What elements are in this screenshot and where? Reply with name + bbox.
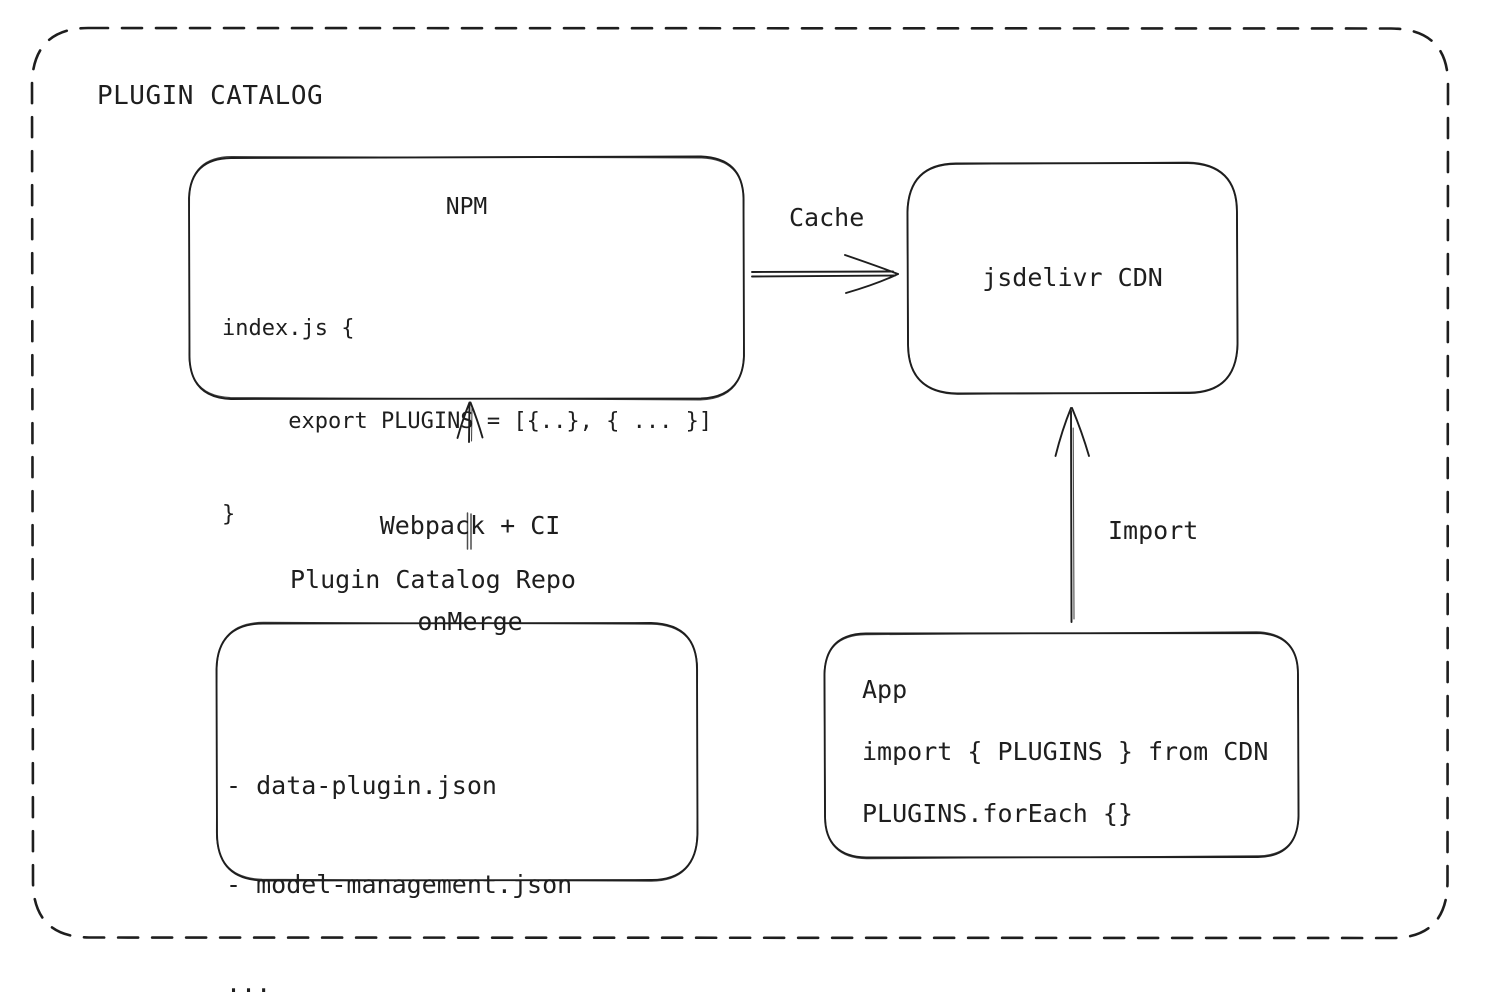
npm-code-line: export PLUGINS = [{..}, { ... }] (222, 409, 713, 434)
cache-arrow-label: Cache (789, 203, 865, 232)
app-box (823, 631, 1300, 860)
npm-code-block: index.js { export PLUGINS = [{..}, { ...… (222, 251, 712, 592)
cdn-box-label: jsdelivr CDN (982, 263, 1163, 293)
cdn-box (906, 161, 1239, 395)
diagram-title: PLUGIN CATALOG (97, 81, 324, 111)
repo-box (215, 621, 699, 882)
app-code-line: PLUGINS.forEach {} (862, 799, 1133, 828)
import-arrowhead (1054, 407, 1072, 457)
npm-code-line: index.js { (222, 316, 355, 341)
webpack-arrow-label-line: Webpack + CI (379, 511, 561, 540)
outer-dashed-border (30, 26, 1450, 940)
import-arrow (1054, 407, 1090, 623)
app-code-line: import { PLUGINS } from CDN (862, 737, 1269, 766)
webpack-arrow (456, 401, 484, 550)
webpack-arrow-label-line: onMerge (417, 607, 523, 636)
repo-box-title: Plugin Catalog Repo (290, 565, 576, 594)
webpack-arrow-label: Webpack + CI onMerge (320, 446, 620, 702)
repo-file-item: ... (226, 969, 272, 998)
cache-arrowhead (844, 254, 899, 275)
repo-file-item: - model-management.json (226, 870, 573, 899)
app-box-title: App (862, 675, 908, 704)
repo-file-list: - data-plugin.json - model-management.js… (226, 703, 572, 1002)
webpack-arrowhead (456, 401, 471, 439)
cache-arrow (751, 254, 899, 294)
npm-code-line: } (222, 502, 236, 527)
npm-box (188, 155, 745, 401)
npm-box-title: NPM (445, 194, 488, 220)
repo-file-item: - data-plugin.json (226, 771, 497, 800)
import-arrow-label: Import (1108, 516, 1199, 545)
